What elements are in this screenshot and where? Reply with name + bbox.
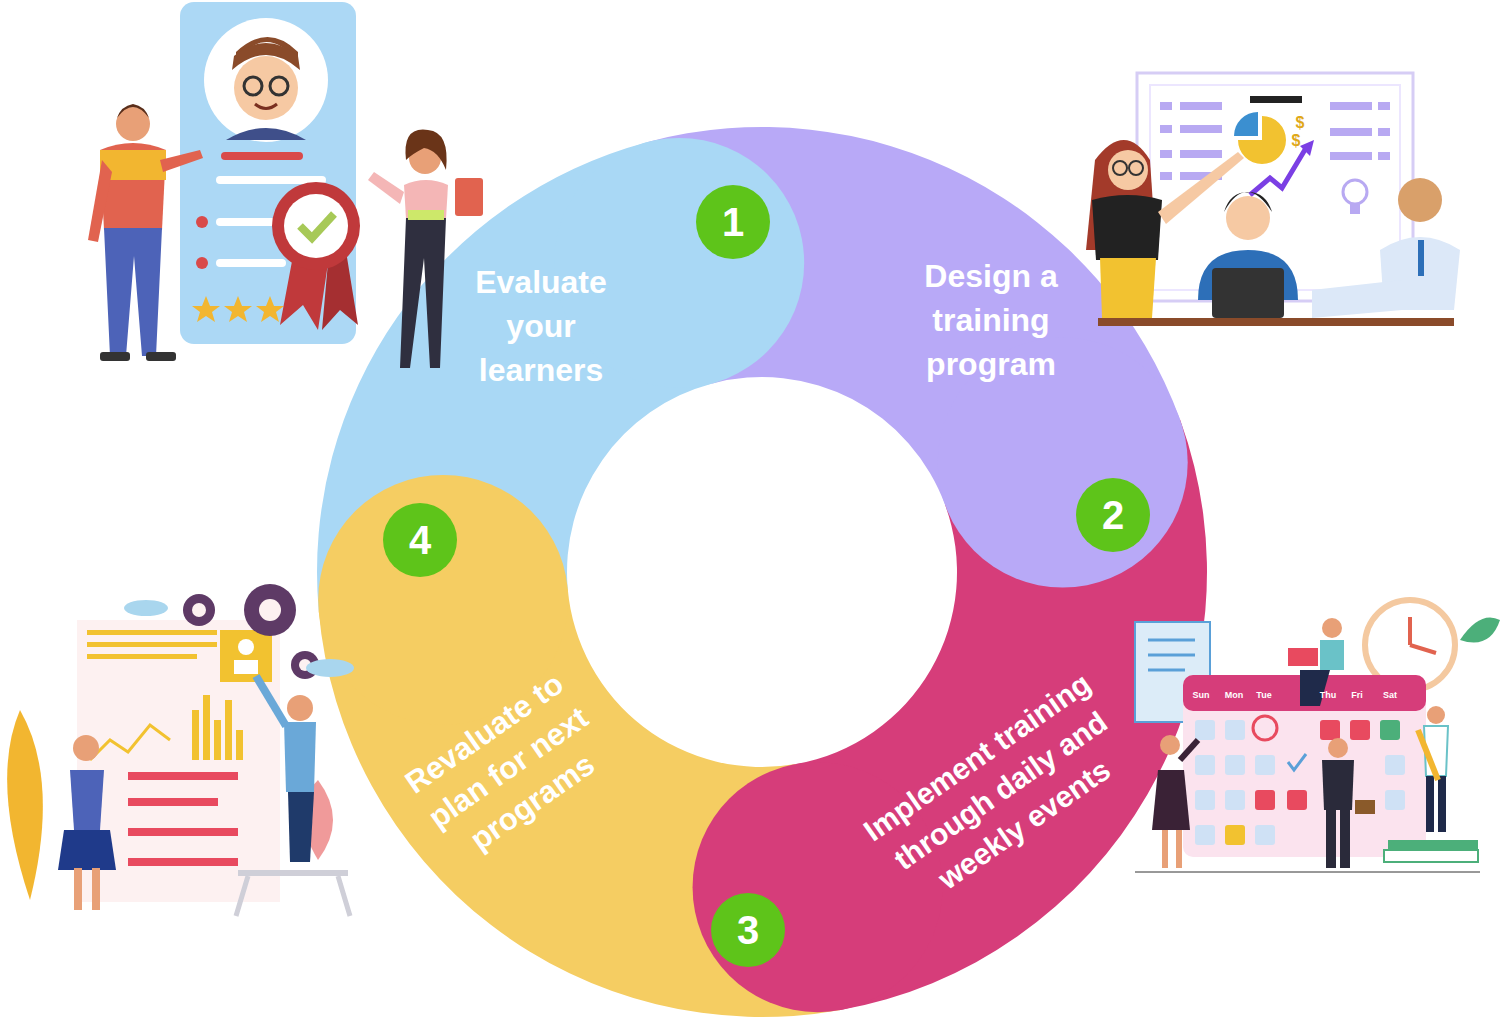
callout-number: 1 (722, 200, 744, 245)
currency-sign: $ (1292, 132, 1301, 150)
callout-number: 4 (409, 518, 431, 563)
weekday: Fri (1351, 690, 1363, 700)
weekday: Thu (1320, 690, 1337, 700)
number-badge (383, 503, 457, 577)
weekday: Sat (1383, 690, 1397, 700)
calendar-illustration (1135, 600, 1500, 872)
cycle-step: Design a training program (904, 254, 1079, 386)
number-badge (696, 185, 770, 259)
cycle-step: Evaluate your learners (454, 260, 629, 392)
segment-cap (554, 138, 804, 388)
profile-card-illustration (88, 2, 483, 368)
step-text: Design a training program (904, 254, 1079, 386)
number-badge (1076, 478, 1150, 552)
callout-number: 2 (1102, 493, 1124, 538)
step-text: Evaluate your learners (454, 260, 629, 392)
meeting-illustration (1086, 73, 1460, 326)
weekday: Sun (1193, 690, 1210, 700)
currency-sign: $ (1296, 114, 1305, 132)
analytics-illustration (7, 584, 354, 916)
number-badge (711, 893, 785, 967)
weekday: Tue (1256, 690, 1271, 700)
callout-number: 3 (737, 908, 759, 953)
weekday: Mon (1225, 690, 1244, 700)
